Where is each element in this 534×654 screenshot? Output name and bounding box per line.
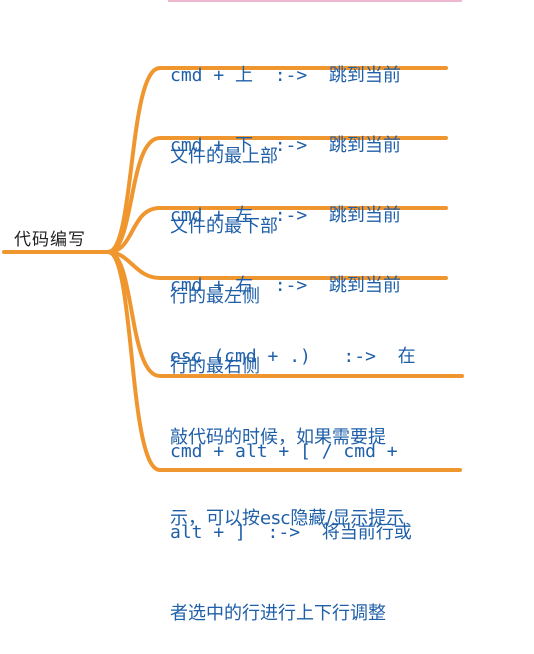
node-cmd-up: cmd + 上 :-> 跳到当前 文件的最上部 [170,8,460,197]
node-line: 敲代码的时候，如果需要提 [170,427,386,448]
node-line: 行的最左侧 [170,286,260,307]
node-line: cmd + 下 :-> 跳到当前 [170,135,401,156]
node-line: 行的最右侧 [170,356,260,377]
node-line: 文件的最下部 [170,216,278,237]
branch-2 [106,136,448,254]
node-cmd-left: cmd + 左 :-> 跳到当前 行的最左侧 [170,148,460,337]
node-line: alt + ] :-> 将当前行或 [170,522,412,543]
branch-3 [106,206,448,254]
node-cmd-alt-bracket: cmd + alt + [ / cmd + alt + ] :-> 将当前行或 … [170,384,460,654]
root-node-label: 代码编写 [14,230,86,250]
node-line: cmd + alt + [ / cmd + [170,441,398,462]
node-line: cmd + 左 :-> 跳到当前 [170,205,401,226]
node-line: 文件的最上部 [170,146,278,167]
node-line: esc (cmd + .) :-> 在 [170,346,416,367]
node-line: 者选中的行进行上下行调整 [170,603,386,624]
node-line: cmd + 右 :-> 跳到当前 [170,275,401,296]
branch-6 [106,250,462,472]
node-cmd-right: cmd + 右 :-> 跳到当前 行的最右侧 [170,218,460,407]
mindmap-branches [2,0,464,472]
node-line: cmd + 上 :-> 跳到当前 [170,65,401,86]
node-cmd-down: cmd + 下 :-> 跳到当前 文件的最下部 [170,78,460,267]
